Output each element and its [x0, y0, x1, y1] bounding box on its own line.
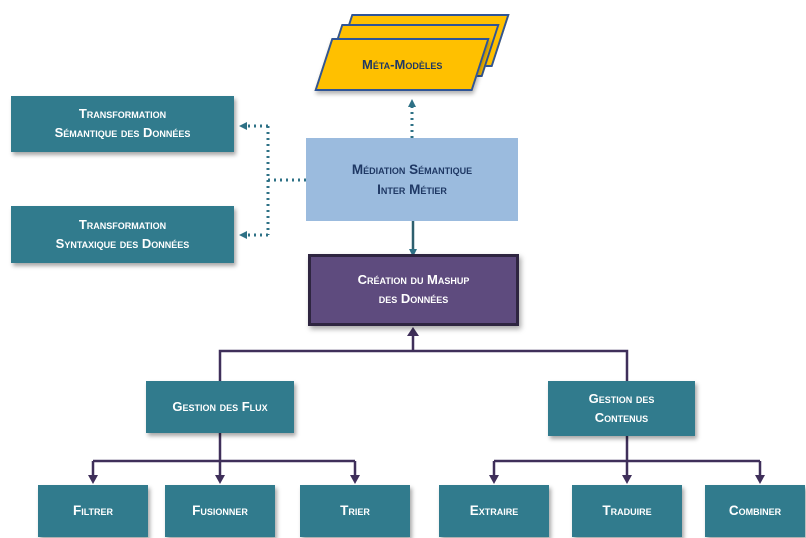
mashup-node: Création du Mashup des Données — [308, 254, 519, 326]
mediation-node: Médiation Sémantique Inter Métier — [306, 138, 518, 221]
extraire-node: Extraire — [439, 485, 549, 537]
arrowhead-trier — [350, 475, 360, 484]
transformation-semantique-line1: Transformation — [78, 106, 167, 122]
arrowhead-combiner — [755, 475, 765, 484]
gestion-contenus-node: Gestion des Contenus — [548, 381, 695, 436]
gestion-flux-node: Gestion des Flux — [146, 381, 294, 433]
traduire-label: Traduire — [602, 503, 652, 519]
extraire-label: Extraire — [469, 503, 519, 519]
meta-models-label: Méta-Modèles — [361, 57, 443, 72]
filtrer-node: Filtrer — [38, 485, 148, 537]
transformation-syntaxique-line1: Transformation — [78, 216, 167, 232]
transformation-syntaxique-line2: Syntaxique des Données — [55, 235, 190, 251]
gestion-contenus-line1: Gestion des — [588, 390, 655, 406]
arrowhead-extraire — [489, 475, 499, 484]
tree-connector-contenus — [492, 436, 762, 476]
gestion-contenus-line2: Contenus — [594, 409, 649, 425]
combiner-node: Combiner — [705, 485, 805, 537]
trier-node: Trier — [300, 485, 410, 537]
dotted-branch-to-transformations — [266, 126, 306, 235]
trier-label: Trier — [340, 503, 370, 519]
tree-connector-to-mashup — [218, 333, 629, 381]
arrowhead-traduire — [622, 475, 632, 484]
transformation-semantique-line2: Sémantique des Données — [54, 125, 191, 140]
transformation-syntaxique-node: Transformation Syntaxique des Données — [11, 206, 234, 263]
combiner-label: Combiner — [728, 503, 782, 519]
traduire-node: Traduire — [572, 485, 682, 537]
mashup-line2: des Données — [378, 291, 449, 306]
gestion-flux-label: Gestion des Flux — [172, 398, 268, 414]
arrowhead-fusionner — [215, 475, 225, 484]
mashup-line1: Création du Mashup — [357, 272, 470, 288]
arrowhead-to-mashup — [407, 327, 419, 336]
mediation-line2: Inter Métier — [377, 181, 447, 197]
fusionner-node: Fusionner — [165, 485, 275, 537]
filtrer-label: Filtrer — [72, 503, 114, 519]
meta-models-node: Méta-Modèles — [314, 38, 490, 91]
fusionner-label: Fusionner — [192, 503, 248, 519]
tree-connector-flux — [91, 433, 357, 476]
arrowhead-filtrer — [88, 475, 98, 484]
mediation-line1: Médiation Sémantique — [351, 161, 473, 177]
transformation-semantique-node: Transformation Sémantique des Données — [11, 96, 234, 152]
